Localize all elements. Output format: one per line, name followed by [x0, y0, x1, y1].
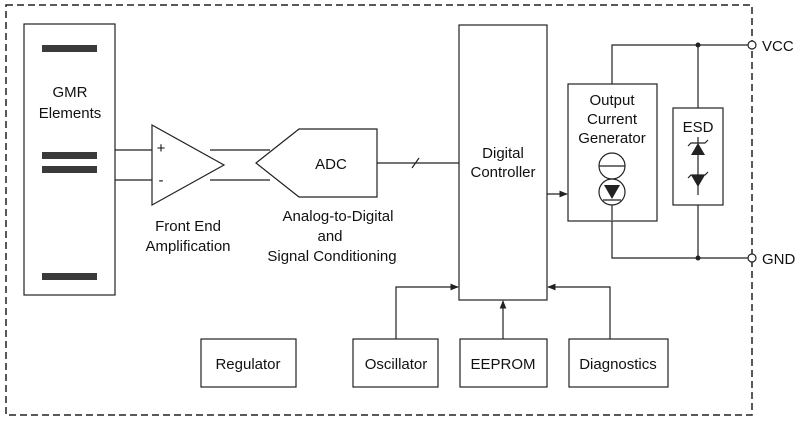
gmr-elements-block: GMR Elements — [23, 23, 116, 296]
gmr-label-line1: GMR — [53, 84, 88, 101]
eeprom-block: EEPROM — [459, 338, 548, 388]
adc-label-line3: Signal Conditioning — [267, 248, 396, 265]
zener-diode-top-icon — [687, 139, 709, 155]
current-gen-label-line3: Generator — [578, 130, 646, 147]
controller-label-line1: Digital — [482, 145, 524, 162]
chip-boundary — [5, 4, 753, 416]
regulator-block: Regulator — [200, 338, 297, 388]
front-end-amplifier: + - Front End Amplification — [145, 123, 231, 255]
eeprom-label: EEPROM — [470, 356, 535, 373]
diagnostics-block: Diagnostics — [568, 338, 669, 388]
digital-controller-block: Digital Controller — [458, 24, 548, 301]
wire-diagnostics-controller — [547, 283, 611, 339]
amp-plus-sign: + — [157, 140, 166, 157]
amp-minus-sign: - — [159, 172, 164, 189]
adc-title: ADC — [315, 156, 347, 173]
amp-label-line1: Front End — [155, 218, 221, 235]
bus-slash — [411, 157, 420, 169]
adc-block: ADC Analog-to-Digital and Signal Conditi… — [255, 128, 397, 265]
adc-label-line2: and — [317, 228, 342, 245]
diagnostics-label: Diagnostics — [579, 356, 657, 373]
gmr-bar-top — [42, 45, 97, 52]
vcc-pin — [747, 40, 757, 50]
vcc-rail — [611, 44, 748, 84]
gmr-bar-mid-1 — [42, 152, 97, 159]
oscillator-label: Oscillator — [365, 356, 428, 373]
regulator-label: Regulator — [215, 356, 280, 373]
gmr-bar-bottom — [42, 273, 97, 280]
zener-diode-bottom-icon — [687, 171, 709, 187]
gnd-pin — [747, 253, 757, 263]
controller-label-line2: Controller — [470, 164, 535, 181]
output-current-generator-block: Output Current Generator — [567, 83, 658, 222]
oscillator-block: Oscillator — [352, 338, 439, 388]
current-gen-label-line1: Output — [589, 92, 635, 109]
esd-label: ESD — [683, 119, 714, 136]
adc-label-line1: Analog-to-Digital — [283, 208, 394, 225]
current-direction-arrow-icon — [604, 185, 620, 199]
wire-oscillator-controller — [395, 283, 459, 339]
gmr-bar-mid-2 — [42, 166, 97, 173]
amp-label-line2: Amplification — [145, 238, 230, 255]
vcc-pin-label: VCC — [762, 38, 794, 55]
gmr-label-line2: Elements — [39, 105, 102, 122]
current-gen-label-line2: Current — [587, 111, 638, 128]
gnd-rail — [611, 221, 748, 259]
gnd-pin-label: GND — [762, 251, 796, 268]
esd-block: ESD — [672, 45, 724, 258]
